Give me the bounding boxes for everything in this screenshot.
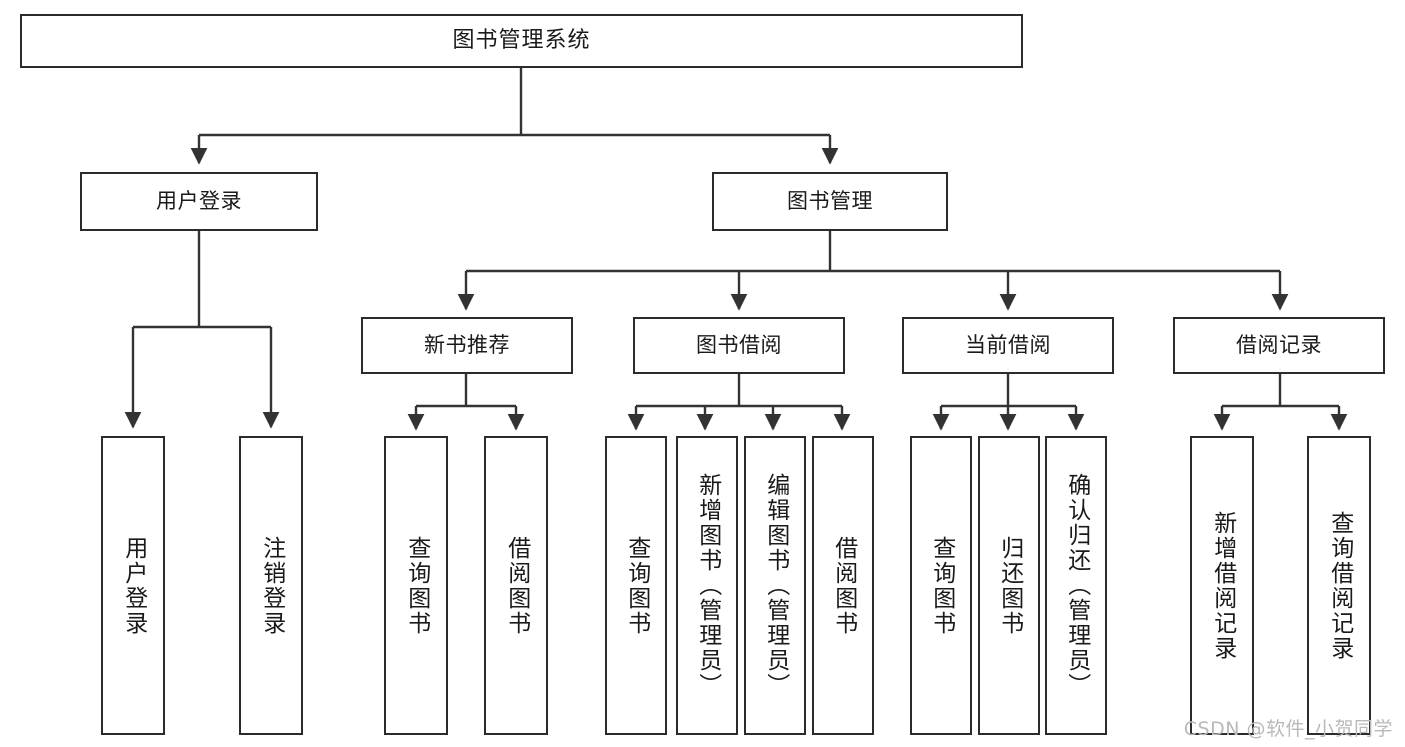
node-label: 新增借阅记录	[1209, 510, 1236, 661]
leaf-new-book-borrow-book[interactable]: 借阅图书	[484, 436, 548, 735]
node-book-management[interactable]: 图书管理	[712, 172, 948, 231]
node-label: 新书推荐	[424, 333, 510, 358]
node-label: 确认归还（管理员）	[1063, 473, 1090, 698]
node-label: 查询图书	[403, 535, 430, 636]
leaf-user-login-logout[interactable]: 注销登录	[239, 436, 303, 735]
leaf-new-book-query-book[interactable]: 查询图书	[384, 436, 448, 735]
node-label: 借阅记录	[1236, 333, 1322, 358]
node-label: 图书管理	[787, 189, 873, 214]
leaf-records-add-record[interactable]: 新增借阅记录	[1190, 436, 1254, 735]
node-label: 查询图书	[928, 535, 955, 636]
node-label: 借阅图书	[830, 535, 857, 636]
watermark-text: CSDN @软件_小贺同学	[1183, 718, 1393, 740]
leaf-records-query-record[interactable]: 查询借阅记录	[1307, 436, 1371, 735]
leaf-borrow-query-book[interactable]: 查询图书	[605, 436, 667, 735]
node-label: 归还图书	[996, 535, 1023, 636]
node-label: 注销登录	[258, 535, 285, 636]
leaf-borrow-edit-book-admin[interactable]: 编辑图书（管理员）	[744, 436, 806, 735]
leaf-current-return-book[interactable]: 归还图书	[978, 436, 1040, 735]
leaf-current-confirm-return-admin[interactable]: 确认归还（管理员）	[1045, 436, 1107, 735]
node-label: 查询图书	[623, 535, 650, 636]
leaf-user-login-login[interactable]: 用户登录	[101, 436, 165, 735]
node-label: 用户登录	[120, 535, 147, 636]
node-label: 当前借阅	[965, 333, 1051, 358]
leaf-current-query-book[interactable]: 查询图书	[910, 436, 972, 735]
node-label: 图书借阅	[696, 333, 782, 358]
node-label: 借阅图书	[503, 535, 530, 636]
node-label: 编辑图书（管理员）	[762, 473, 789, 698]
node-borrow-records[interactable]: 借阅记录	[1173, 317, 1385, 374]
node-current-borrow[interactable]: 当前借阅	[902, 317, 1114, 374]
node-root-book-management-system[interactable]: 图书管理系统	[20, 14, 1023, 68]
node-book-borrow[interactable]: 图书借阅	[633, 317, 845, 374]
leaf-borrow-borrow-book[interactable]: 借阅图书	[812, 436, 874, 735]
node-label: 图书管理系统	[452, 28, 591, 54]
node-label: 用户登录	[156, 189, 242, 214]
node-new-book-recommend[interactable]: 新书推荐	[361, 317, 573, 374]
node-label: 查询借阅记录	[1326, 510, 1353, 661]
node-user-login[interactable]: 用户登录	[80, 172, 318, 231]
node-label: 新增图书（管理员）	[694, 473, 721, 698]
leaf-borrow-add-book-admin[interactable]: 新增图书（管理员）	[676, 436, 738, 735]
